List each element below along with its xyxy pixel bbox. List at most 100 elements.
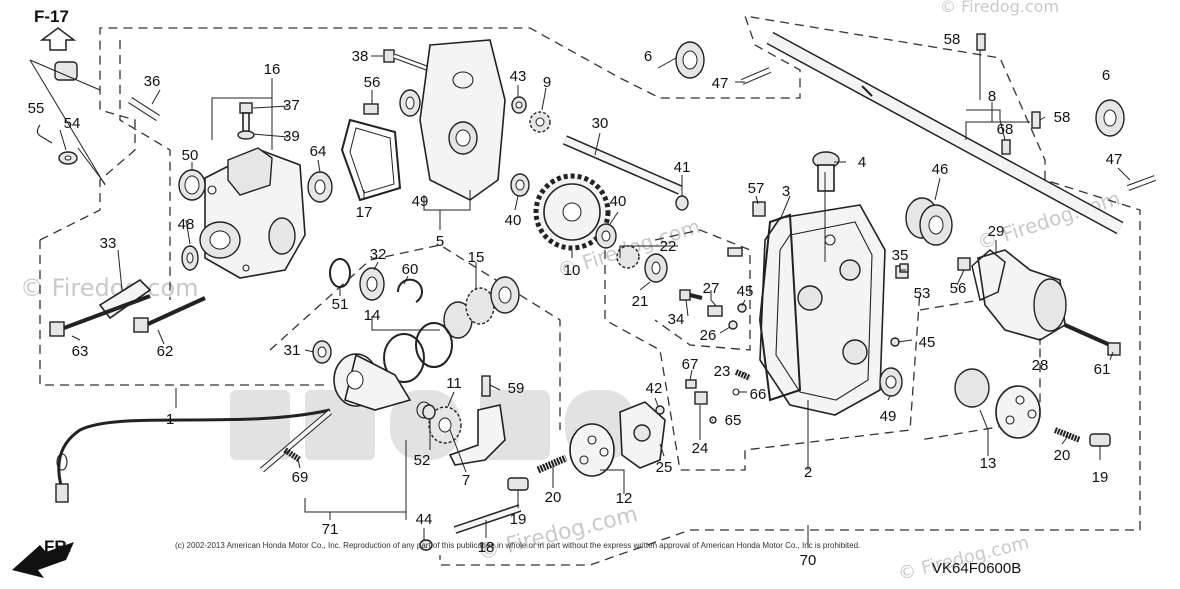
callout-26: 26 — [700, 327, 717, 344]
bolt-37 — [237, 102, 255, 140]
clip-55 — [36, 124, 106, 185]
callout-18: 18 — [478, 539, 495, 556]
bolt-35 — [899, 263, 909, 273]
callout-3: 3 — [782, 183, 790, 200]
gasket-17 — [340, 118, 402, 202]
spring-69 — [283, 447, 302, 463]
pin-58-b — [1031, 111, 1041, 129]
bolt-34 — [679, 289, 703, 301]
frame-left — [39, 240, 330, 386]
oil-seal-6-right — [1095, 99, 1125, 137]
bolt-63 — [49, 294, 151, 337]
callout-40-top: 40 — [505, 212, 522, 229]
callout-54: 54 — [64, 115, 81, 132]
callout-42: 42 — [646, 380, 663, 397]
callout-60: 60 — [402, 261, 419, 278]
thrust-bearing-15 — [443, 276, 520, 339]
callout-19-right: 19 — [1092, 469, 1109, 486]
washer-52 — [422, 404, 436, 420]
diagram-code: VK64F0600B — [932, 560, 1021, 577]
bracket-27 — [707, 305, 723, 317]
callout-61: 61 — [1094, 361, 1111, 378]
callout-47-top: 47 — [712, 75, 729, 92]
spring-20-left — [536, 454, 568, 474]
callout-46: 46 — [932, 161, 949, 178]
callout-41: 41 — [674, 159, 691, 176]
callout-49-left: 49 — [412, 193, 429, 210]
washer-40-bottom — [595, 223, 617, 249]
callout-17: 17 — [356, 204, 373, 221]
clutch-housing — [333, 353, 412, 411]
pin-36 — [128, 97, 160, 121]
lever-7 — [448, 404, 506, 466]
callout-52: 52 — [414, 452, 431, 469]
oil-seal-6-top — [675, 41, 705, 79]
callout-9: 9 — [543, 74, 551, 91]
bearing-46 — [905, 197, 953, 246]
callout-1: 1 — [166, 411, 174, 428]
callout-38: 38 — [352, 48, 369, 65]
callout-13: 13 — [980, 455, 997, 472]
callout-30: 30 — [592, 115, 609, 132]
bearing-64 — [307, 171, 333, 203]
nut-41 — [675, 195, 689, 211]
callout-69: 69 — [292, 469, 309, 486]
spring-20-right — [1053, 427, 1082, 443]
pin-26 — [728, 320, 738, 330]
callout-67: 67 — [682, 356, 699, 373]
bolt-45-a — [737, 303, 747, 313]
watermark-top: © Firedog.com — [940, 0, 1059, 16]
callout-63: 63 — [72, 343, 89, 360]
pin-47-top — [740, 67, 772, 85]
washer-44 — [419, 539, 433, 551]
callout-44: 44 — [416, 511, 433, 528]
callout-24: 24 — [692, 440, 709, 457]
case-2 — [759, 204, 886, 416]
circlip-60 — [396, 278, 423, 303]
callout-64: 64 — [310, 143, 327, 160]
callout-55: 55 — [28, 100, 45, 117]
ring-51 — [329, 258, 351, 288]
assembly-frames — [39, 15, 1141, 566]
callout-43: 43 — [510, 68, 527, 85]
callout-56-right: 56 — [950, 280, 967, 297]
callout-45-b: 45 — [919, 334, 936, 351]
callout-6-right: 6 — [1102, 67, 1110, 84]
bearing-48 — [181, 245, 199, 271]
callout-48: 48 — [178, 216, 195, 233]
dowel-56 — [363, 103, 379, 115]
plate-29 — [971, 249, 1006, 302]
frame-22 — [654, 229, 751, 351]
cover-5 — [419, 39, 506, 201]
callout-32: 32 — [370, 246, 387, 263]
callout-56-left: 56 — [364, 74, 381, 91]
callout-6-top: 6 — [644, 48, 652, 65]
callout-14: 14 — [364, 307, 381, 324]
rings-14 — [383, 322, 453, 383]
callout-15: 15 — [468, 249, 485, 266]
front-direction-arrow: FR. — [12, 537, 74, 578]
shaft-30 — [563, 135, 682, 195]
callout-4: 4 — [858, 154, 866, 171]
seal-31 — [312, 340, 332, 364]
cable-71 — [55, 408, 332, 503]
callout-58-b: 58 — [1054, 109, 1071, 126]
bearing-21 — [644, 253, 668, 283]
callout-5: 5 — [436, 233, 444, 250]
callout-34: 34 — [668, 311, 685, 328]
dowel-57 — [752, 201, 766, 217]
callout-58-a: 58 — [944, 31, 961, 48]
callout-66: 66 — [750, 386, 767, 403]
cap-4 — [812, 151, 840, 192]
frame-main — [39, 15, 1141, 566]
callout-10: 10 — [564, 262, 581, 279]
callout-21: 21 — [632, 293, 649, 310]
bolt-61 — [1107, 342, 1121, 356]
callout-65: 65 — [725, 412, 742, 429]
callout-57: 57 — [748, 180, 765, 197]
pump-13 — [954, 368, 1041, 439]
front-direction-label: FR. — [44, 537, 71, 556]
callout-12: 12 — [616, 490, 633, 507]
callout-16: 16 — [264, 61, 281, 78]
shaft-8 — [766, 31, 1124, 235]
